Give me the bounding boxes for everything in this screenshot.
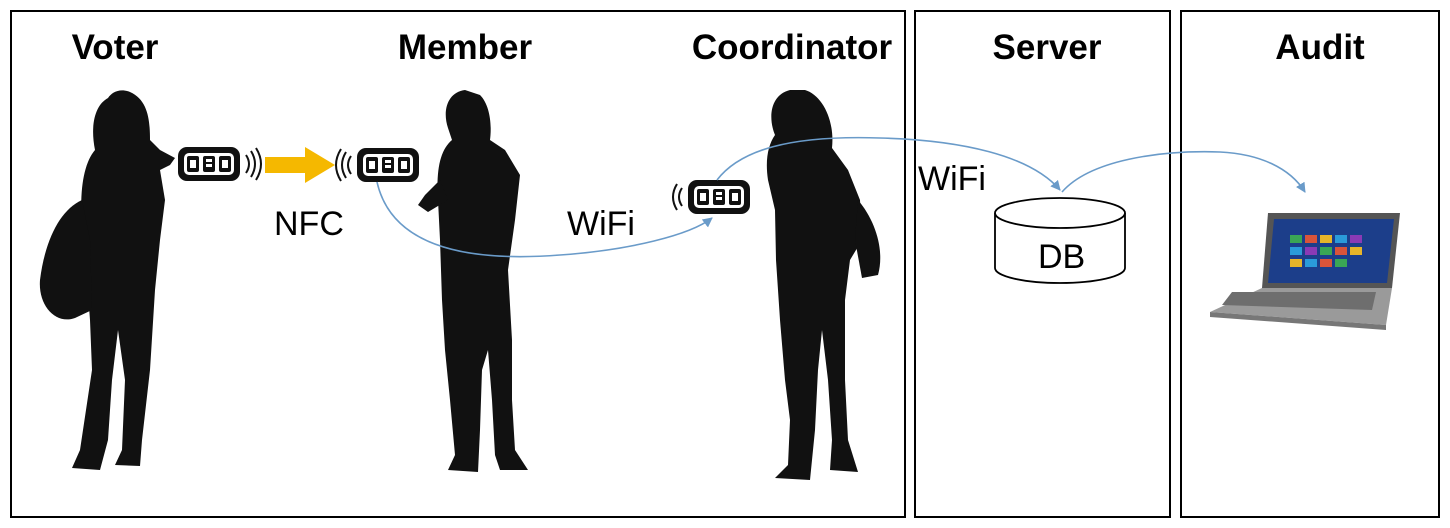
voter-heading: Voter xyxy=(71,28,159,67)
member-device xyxy=(335,148,419,182)
coordinator-heading: Coordinator xyxy=(691,28,893,67)
db-audit-arrow xyxy=(1061,150,1306,193)
database-label: DB xyxy=(1038,238,1086,276)
nfc-arrow xyxy=(265,147,335,183)
member-heading: Member xyxy=(397,28,533,67)
wifi-arrow-coordinator-server xyxy=(716,136,1061,191)
wifi-arrow-member-coordinator xyxy=(376,181,713,258)
laptop-icon xyxy=(1210,213,1400,330)
audit-heading: Audit xyxy=(1275,28,1365,67)
server-heading: Server xyxy=(992,28,1102,67)
coordinator-device xyxy=(672,180,750,214)
nfc-label: NFC xyxy=(274,205,344,243)
voter-device xyxy=(178,147,262,181)
wifi-label-member-coordinator: WiFi xyxy=(567,205,635,243)
member-silhouette xyxy=(418,90,528,472)
voter-silhouette xyxy=(39,90,175,470)
database-cylinder xyxy=(994,197,1126,284)
wifi-label-coordinator-server: WiFi xyxy=(918,160,986,198)
coordinator-silhouette xyxy=(766,90,881,480)
